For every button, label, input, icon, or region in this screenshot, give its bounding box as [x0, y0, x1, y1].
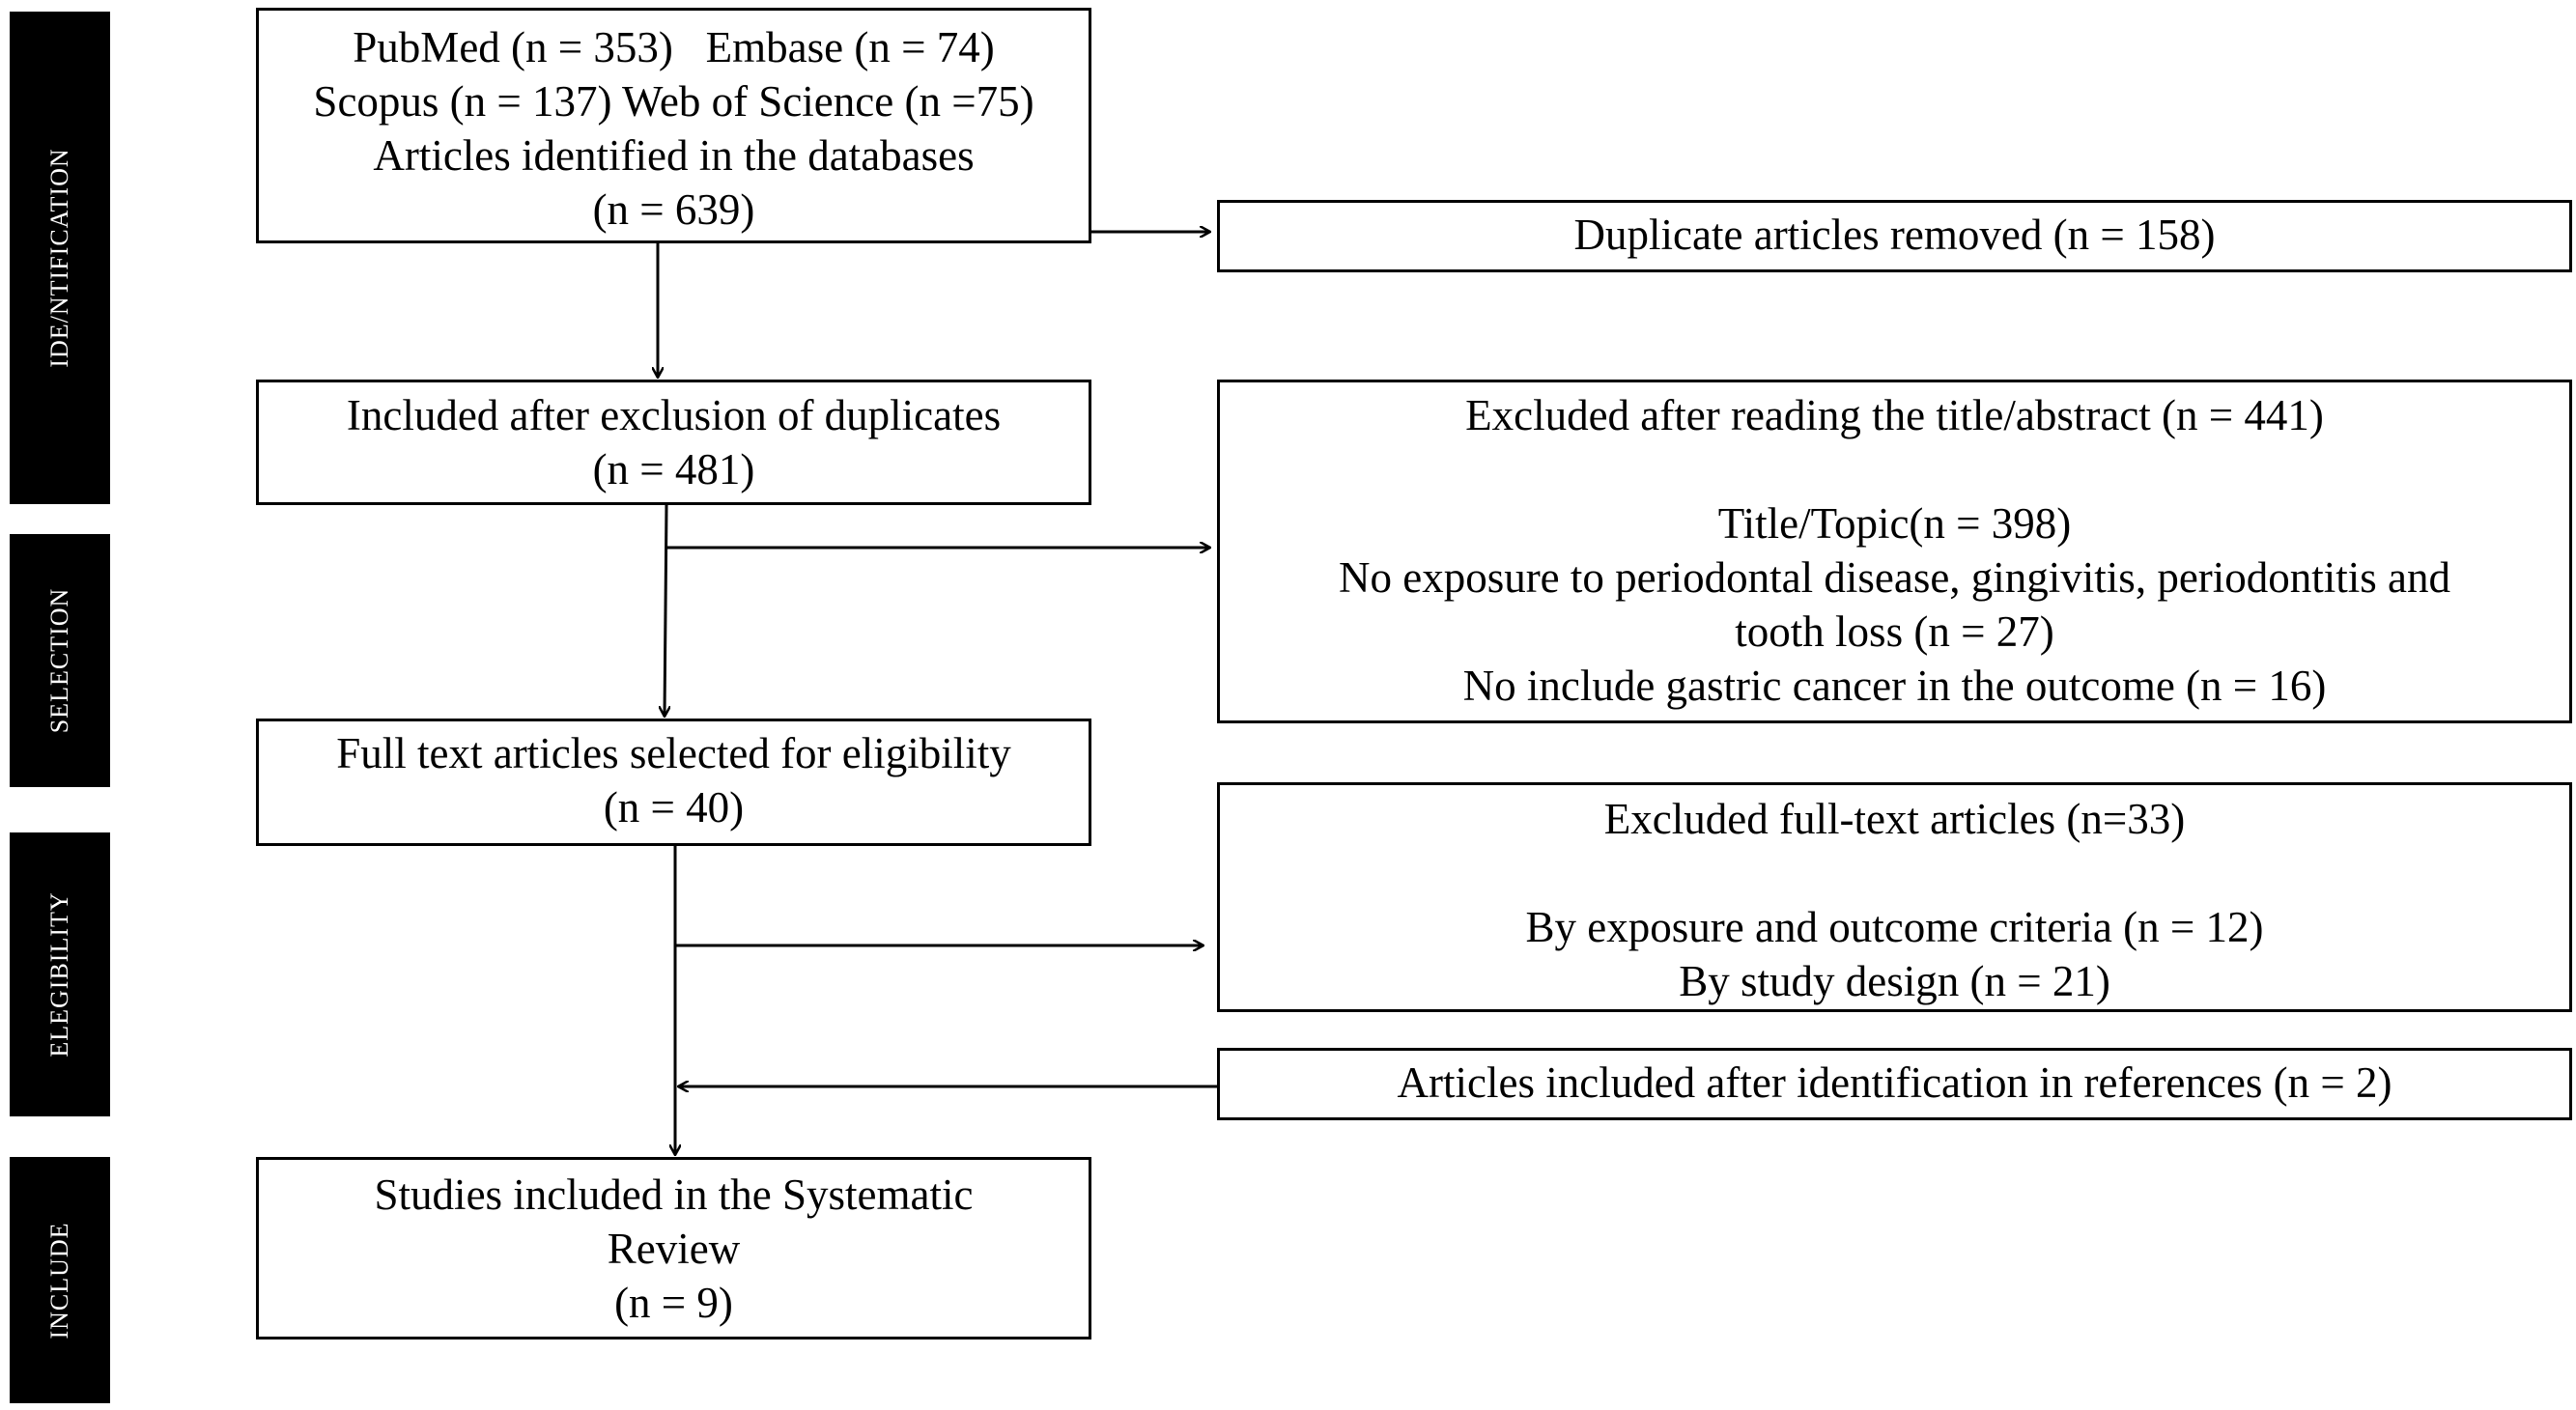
- excluded-no-gastric-cancer: No include gastric cancer in the outcome…: [1462, 662, 2327, 710]
- databases-total-count: (n = 639): [592, 185, 755, 234]
- after-duplicates-label: Included after exclusion of duplicates: [346, 391, 1002, 439]
- excluded-full-text-heading: Excluded full-text articles (n=33): [1603, 795, 2186, 843]
- duplicates-removed-box: Duplicate articles removed (n = 158): [1217, 200, 2572, 272]
- databases-box: PubMed (n = 353) Embase (n = 74) Scopus …: [256, 8, 1091, 243]
- after-duplicates-box: Included after exclusion of duplicates (…: [256, 380, 1091, 505]
- excluded-no-exposure-line1: No exposure to periodontal disease, ging…: [1338, 553, 2451, 602]
- databases-total-label: Articles identified in the databases: [373, 131, 975, 180]
- stage-include: INCLUDE: [10, 1157, 110, 1403]
- duplicates-removed-text: Duplicate articles removed (n = 158): [1573, 211, 2216, 259]
- stage-eligibility: ELEGIBILITY: [10, 832, 110, 1116]
- excluded-title-abstract-box: Excluded after reading the title/abstrac…: [1217, 380, 2572, 723]
- databases-counts-line1: PubMed (n = 353) Embase (n = 74): [353, 23, 995, 71]
- included-studies-line2: Review: [607, 1225, 741, 1273]
- excluded-full-text-box: Excluded full-text articles (n=33) By ex…: [1217, 782, 2572, 1012]
- full-text-box: Full text articles selected for eligibil…: [256, 719, 1091, 846]
- excluded-title-topic: Title/Topic(n = 398): [1717, 499, 2072, 548]
- references-box: Articles included after identification i…: [1217, 1048, 2572, 1120]
- excluded-exposure-outcome: By exposure and outcome criteria (n = 12…: [1525, 903, 2264, 951]
- excluded-title-abstract-heading: Excluded after reading the title/abstrac…: [1465, 391, 2324, 439]
- references-text: Articles included after identification i…: [1397, 1058, 2392, 1107]
- included-studies-count: (n = 9): [614, 1279, 733, 1327]
- full-text-label: Full text articles selected for eligibil…: [336, 729, 1011, 777]
- after-duplicates-count: (n = 481): [592, 445, 755, 494]
- stage-selection: SELECTION: [10, 534, 110, 787]
- full-text-count: (n = 40): [603, 783, 745, 832]
- excluded-study-design: By study design (n = 21): [1679, 957, 2110, 1005]
- spacer: [1220, 846, 2569, 900]
- excluded-no-exposure-line2: tooth loss (n = 27): [1735, 607, 2054, 656]
- included-studies-box: Studies included in the Systematic Revie…: [256, 1157, 1091, 1340]
- stage-identification: IDE/NTIFICATION: [10, 12, 110, 504]
- included-studies-line1: Studies included in the Systematic: [374, 1170, 974, 1219]
- arrow-after-duplicates-to-full-text: [665, 504, 666, 716]
- spacer: [1220, 442, 2569, 496]
- databases-counts-line2: Scopus (n = 137) Web of Science (n =75): [313, 77, 1034, 126]
